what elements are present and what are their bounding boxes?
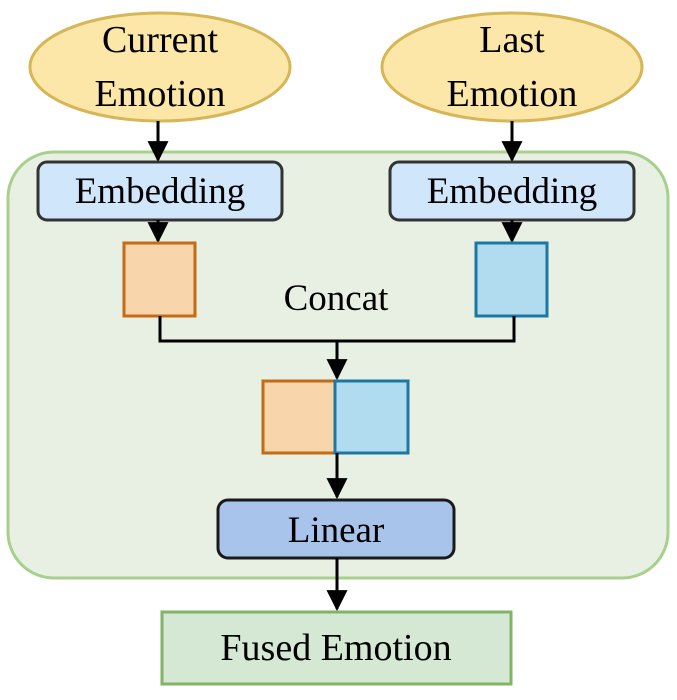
current-emotion-node: Current Emotion: [28, 11, 292, 123]
last-emotion-line1: Last: [479, 19, 545, 61]
last-emotion-line2: Emotion: [447, 73, 578, 115]
fused-emotion-box: Fused Emotion: [160, 610, 513, 686]
concat-label: Concat: [284, 278, 390, 319]
fused-emotion-label: Fused Emotion: [220, 627, 451, 669]
last-emotion-node: Last Emotion: [380, 11, 644, 123]
current-emotion-line1: Current: [102, 19, 219, 61]
embedding-left-box: Embedding: [36, 160, 284, 222]
linear-box: Linear: [216, 498, 456, 560]
embedding-right-label: Embedding: [427, 171, 598, 212]
current-emotion-vector: [122, 241, 197, 318]
linear-label: Linear: [288, 510, 385, 551]
embedding-right-box: Embedding: [388, 160, 636, 222]
last-emotion-vector: [474, 241, 549, 318]
current-emotion-line2: Emotion: [95, 73, 226, 115]
concatenated-vector-right: [333, 379, 410, 455]
embedding-left-label: Embedding: [75, 171, 246, 212]
concatenated-vector-left: [261, 379, 337, 455]
